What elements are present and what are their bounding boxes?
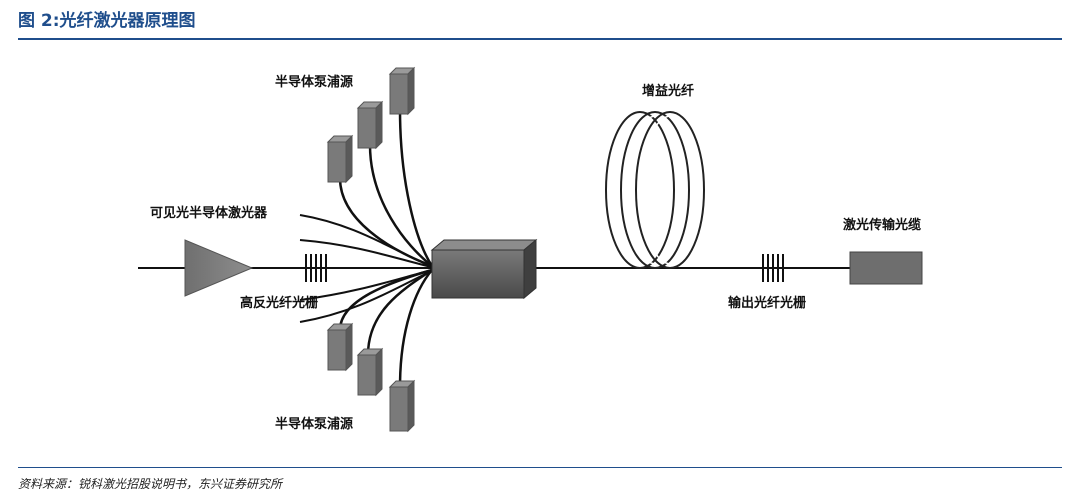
- source-divider: [18, 467, 1062, 468]
- delivery-cable-block: [849, 251, 923, 285]
- pump-diode-bottom-2: [356, 347, 384, 397]
- pump-diode-top-1: [326, 134, 354, 184]
- high-reflect-grating-marks: [305, 254, 327, 282]
- title-divider: [18, 38, 1062, 40]
- label-delivery-cable: 激光传输光缆: [843, 217, 921, 233]
- pump-fibers-bottom: [338, 268, 433, 388]
- pump-diode-bottom-1: [326, 322, 354, 372]
- pump-diode-top-3: [388, 66, 416, 116]
- figure-source: 资料来源：锐科激光招股说明书，东兴证券研究所: [18, 477, 283, 491]
- pump-fibers-top: [338, 109, 434, 268]
- label-pump-top: 半导体泵浦源: [275, 74, 353, 90]
- label-output-grating: 输出光纤光栅: [728, 295, 806, 311]
- pump-diode-top-2: [356, 100, 384, 150]
- label-pump-bottom: 半导体泵浦源: [275, 416, 353, 432]
- output-grating-marks: [762, 254, 784, 282]
- pump-fibers-fan: [299, 214, 433, 323]
- pump-combiner-box: [430, 238, 538, 300]
- seed-laser-triangle: [184, 239, 254, 297]
- pump-diode-bottom-3: [388, 379, 416, 433]
- gain-fiber-coils: [605, 111, 705, 269]
- label-seed-laser: 可见光半导体激光器: [150, 205, 268, 221]
- figure-title: 图 2:光纤激光器原理图: [18, 11, 196, 31]
- label-high-reflect-grating: 高反光纤光栅: [240, 295, 318, 311]
- label-gain-fiber: 增益光纤: [642, 83, 694, 99]
